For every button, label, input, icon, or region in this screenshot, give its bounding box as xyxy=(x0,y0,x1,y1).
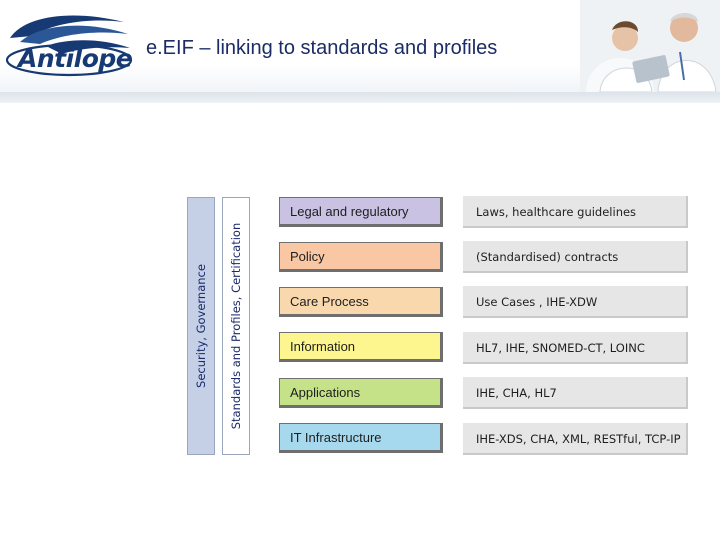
security-governance-label: Security, Governance xyxy=(194,264,208,388)
logo-text: Antilope xyxy=(18,44,132,73)
standard-legal: Laws, healthcare guidelines xyxy=(463,196,688,228)
layer-care-process: Care Process xyxy=(279,287,443,317)
layer-it-infrastructure: IT Infrastructure xyxy=(279,423,443,453)
header-divider xyxy=(0,92,720,103)
standard-it-infrastructure: IHE-XDS, CHA, XML, RESTful, TCP-IP xyxy=(463,423,688,455)
standard-applications: IHE, CHA, HL7 xyxy=(463,377,688,409)
standards-certification-bar: Standards and Profiles, Certification xyxy=(222,197,250,455)
security-governance-bar: Security, Governance xyxy=(187,197,215,455)
layer-applications: Applications xyxy=(279,378,443,408)
page-title: e.EIF – linking to standards and profile… xyxy=(146,37,497,60)
doctors-photo-icon xyxy=(580,0,720,92)
standard-care-process: Use Cases , IHE-XDW xyxy=(463,286,688,318)
standard-policy: (Standardised) contracts xyxy=(463,241,688,273)
layer-legal: Legal and regulatory xyxy=(279,197,443,227)
standard-information: HL7, IHE, SNOMED-CT, LOINC xyxy=(463,332,688,364)
layer-information: Information xyxy=(279,332,443,362)
standards-certification-label: Standards and Profiles, Certification xyxy=(229,223,243,430)
layer-policy: Policy xyxy=(279,242,443,272)
